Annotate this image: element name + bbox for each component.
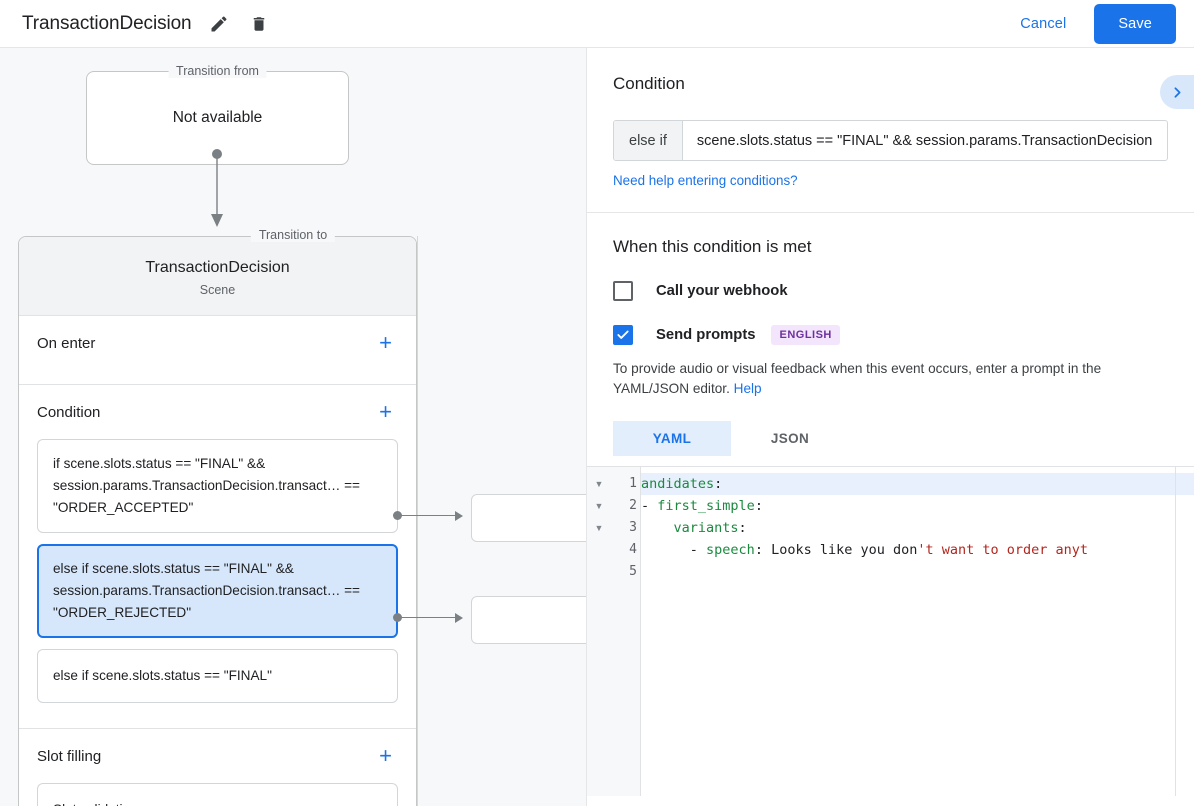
condition-prefix-label: else if (614, 121, 683, 160)
transition-to-card: TransactionDecision Scene On enter + Con… (18, 236, 417, 806)
trash-icon[interactable] (246, 11, 272, 37)
fold-toggle-3[interactable]: ▼ (594, 523, 604, 533)
add-condition-button[interactable]: + (373, 399, 398, 425)
line-number: 3 (629, 520, 637, 535)
connector-arrow-rejected (455, 613, 463, 623)
transition-from-legend: Transition from (168, 64, 267, 78)
code-token-punct: : (714, 476, 723, 492)
code-token-punct: : (754, 498, 763, 514)
editor-right-border (1175, 467, 1176, 796)
fold-toggle-1[interactable]: ▼ (594, 479, 604, 489)
code-editor[interactable]: ▼ ▼ ▼ 1 2 3 4 5 andidates: - first_simpl… (587, 466, 1194, 796)
line-number: 5 (629, 564, 637, 579)
code-token-dash: - (641, 498, 658, 514)
details-panel: Condition else if Need help entering con… (586, 48, 1194, 806)
topbar-actions: Cancel Save (1006, 3, 1194, 44)
line-number: 1 (629, 476, 637, 491)
prompt-description-text: To provide audio or visual feedback when… (613, 361, 1102, 396)
save-button[interactable]: Save (1094, 3, 1176, 44)
connector-dot-rejected (393, 613, 402, 622)
line-number: 4 (629, 542, 637, 557)
tab-yaml[interactable]: YAML (613, 421, 731, 456)
condition-section: Condition else if Need help entering con… (587, 48, 1194, 213)
add-on-enter-button[interactable]: + (373, 330, 398, 356)
section-on-enter: On enter + (19, 316, 416, 385)
section-condition: Condition + if scene.slots.status == "FI… (19, 385, 416, 729)
page-title: TransactionDecision (22, 12, 192, 34)
code-token-dash: - (641, 542, 707, 558)
section-title-condition: Condition (37, 403, 101, 421)
send-prompts-checkbox[interactable] (613, 325, 633, 345)
code-token-key: speech (706, 542, 755, 558)
top-app-bar: TransactionDecision Cancel Save (0, 0, 1194, 48)
condition-item-rejected[interactable]: else if scene.slots.status == "FINAL" &&… (37, 544, 398, 638)
code-token-punct: : (738, 520, 747, 536)
code-line-numbers: 1 2 3 4 5 (611, 467, 641, 796)
connector-line-rejected (398, 617, 458, 618)
condition-heading: Condition (613, 74, 685, 93)
scene-graph-canvas: Transition from Not available Transition… (0, 48, 586, 806)
transition-to-legend: Transition to (250, 228, 336, 242)
send-prompts-row: Send prompts ENGLISH (613, 325, 1168, 345)
connector-line-accepted (398, 515, 458, 516)
code-line-3[interactable]: variants: (641, 517, 1194, 539)
section-title-on-enter: On enter (37, 334, 96, 352)
section-title-slot-filling: Slot filling (37, 747, 102, 765)
code-line-4[interactable]: - speech: Looks like you don't want to o… (641, 539, 1194, 561)
connector-arrow-accepted (455, 511, 463, 521)
when-condition-met-section: When this condition is met Call your web… (587, 213, 1194, 456)
condition-help-link[interactable]: Need help entering conditions? (613, 173, 798, 188)
call-webhook-label: Call your webhook (656, 283, 788, 299)
condition-expression-row: else if (613, 120, 1168, 161)
code-line-5[interactable] (641, 561, 1194, 583)
add-slot-filling-button[interactable]: + (373, 743, 398, 769)
fold-toggle-2[interactable]: ▼ (594, 501, 604, 511)
condition-item-accepted[interactable]: if scene.slots.status == "FINAL" && sess… (37, 439, 398, 533)
code-fold-gutter: ▼ ▼ ▼ (587, 467, 611, 796)
target-stub-accepted[interactable] (471, 494, 586, 542)
language-badge: ENGLISH (771, 325, 840, 345)
connector-dot-accepted (393, 511, 402, 520)
section-slot-filling: Slot filling + Slot validation (19, 729, 416, 806)
webhook-row: Call your webhook (613, 281, 1168, 301)
condition-expression-input[interactable] (682, 121, 1167, 160)
code-token-indent (641, 520, 674, 536)
cancel-button[interactable]: Cancel (1006, 8, 1080, 40)
scene-header: TransactionDecision Scene (19, 237, 416, 316)
scene-type: Scene (199, 283, 236, 297)
code-token-key: variants (673, 520, 739, 536)
line-number: 2 (629, 498, 637, 513)
code-token-string: 't want to order anyt (917, 542, 1089, 558)
code-line-2[interactable]: - first_simple: (641, 495, 1194, 517)
condition-item-final[interactable]: else if scene.slots.status == "FINAL" (37, 649, 398, 703)
editor-format-tabs: YAML JSON (613, 421, 1168, 456)
transition-arrow-icon (211, 149, 223, 227)
code-line-1[interactable]: andidates: (641, 473, 1194, 495)
code-text-area[interactable]: andidates: - first_simple: variants: - s… (641, 467, 1194, 796)
call-webhook-checkbox[interactable] (613, 281, 633, 301)
code-token-punct: : Looks like you don (754, 542, 918, 558)
send-prompts-label: Send prompts (656, 327, 756, 343)
scene-name: TransactionDecision (145, 259, 290, 276)
prompt-description: To provide audio or visual feedback when… (613, 359, 1168, 399)
prompt-help-link[interactable]: Help (733, 381, 762, 396)
slot-validation-item[interactable]: Slot validation (37, 783, 398, 806)
canvas-vertical-rail (417, 236, 418, 806)
target-stub-rejected[interactable] (471, 596, 586, 644)
tab-json[interactable]: JSON (731, 421, 849, 456)
chevron-right-icon[interactable] (1160, 75, 1194, 109)
transition-from-value: Not available (172, 109, 263, 126)
code-token-key: andidates (641, 476, 715, 492)
pencil-icon[interactable] (206, 11, 232, 37)
when-condition-met-heading: When this condition is met (613, 237, 812, 256)
code-token-key: first_simple (657, 498, 755, 514)
